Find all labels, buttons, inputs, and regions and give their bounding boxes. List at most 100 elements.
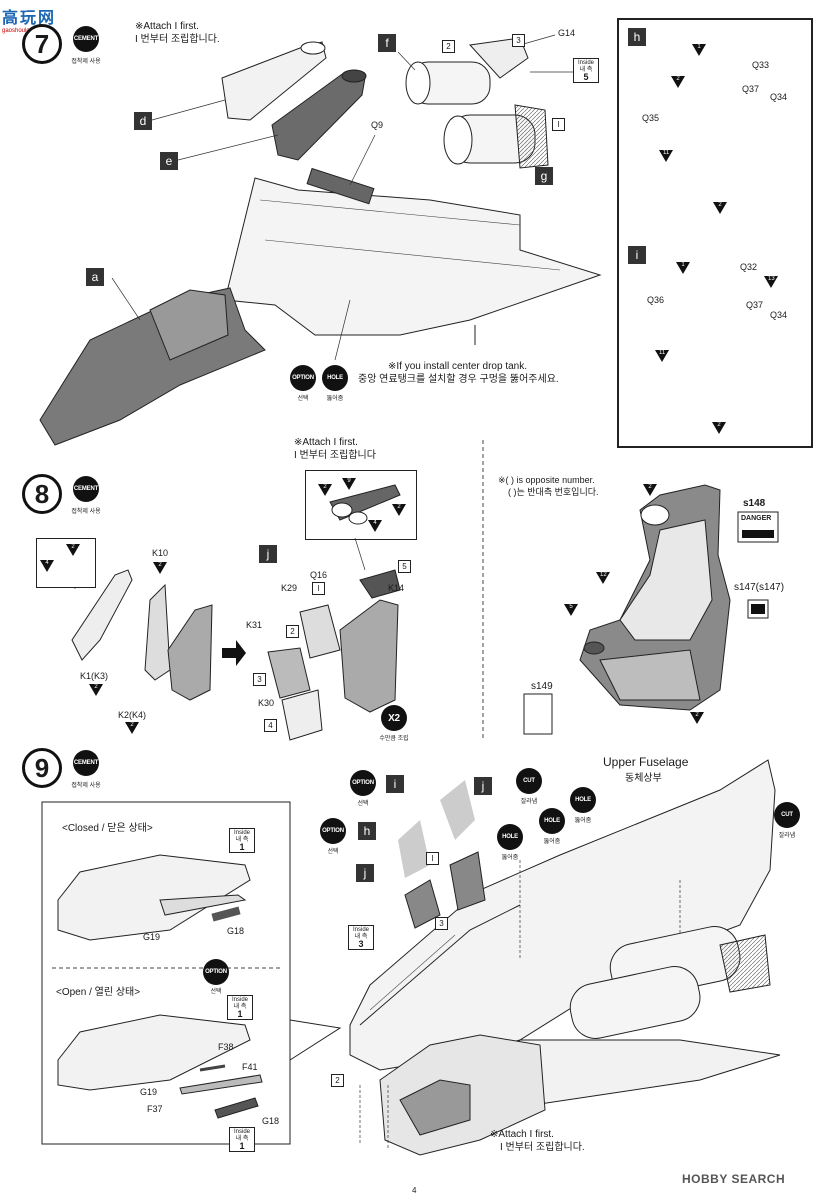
inside-tag-1a-num: 1	[239, 842, 245, 852]
part-q35: Q35	[642, 113, 660, 123]
upper-fuselage-en: Upper Fuselage	[603, 755, 689, 769]
part-s148: s148	[743, 498, 766, 509]
part-f37: F37	[147, 1104, 163, 1114]
part-q34-i: Q34	[770, 310, 788, 320]
paint-marker-num: 2	[397, 504, 401, 510]
paint-marker-num: 11	[659, 350, 666, 356]
inside-tag-1c-num: 1	[239, 1141, 245, 1151]
attach-note-8-en: ※Attach I first.	[294, 437, 358, 448]
seat-frame-left	[71, 569, 213, 701]
paint-marker: 4	[368, 520, 382, 532]
part-q37-h: Q37	[742, 84, 760, 94]
hole-caption-9a: 뚫어줌	[501, 855, 519, 861]
option-caption-9a: 선택	[210, 989, 222, 995]
label-j-step9a: j	[474, 777, 492, 795]
lower-cockpit	[379, 1034, 546, 1156]
box-2-step8: 2	[286, 625, 299, 638]
watermark-sub: gaoshoulou.com	[2, 28, 47, 34]
paint-marker: 2	[643, 484, 657, 496]
option-caption-9b: 선택	[357, 801, 369, 807]
watermark-text: 高玩网	[2, 10, 57, 27]
attach-note-8-ko: I 번부터 조립합니다	[294, 450, 376, 461]
attach-note-7-en: ※Attach I first.	[135, 21, 199, 32]
paint-marker-num: 2	[676, 76, 680, 82]
inside-tag-1a-en: Inside	[233, 830, 250, 836]
attach-note-7: ※Attach I first. I 번부터 조립합니다.	[135, 20, 220, 46]
paint-marker: 2	[690, 712, 704, 724]
paint-marker-num: 4	[45, 560, 49, 566]
inside-tag-1a-ko: 내 측	[235, 837, 249, 843]
drop-tank-note: ※If you install center drop tank. 중앙 연료탱…	[358, 360, 559, 386]
part-k14: K14	[388, 583, 405, 593]
drop-tank-note-ko: 중앙 연료탱크를 설치할 경우 구멍을 뚫어주세요.	[358, 374, 559, 385]
paint-marker: 5	[564, 604, 578, 616]
box-4-step8: 4	[264, 719, 277, 732]
label-i: i	[628, 246, 646, 264]
paint-marker: 13	[764, 276, 778, 288]
paint-marker-num: 4	[373, 520, 377, 526]
paint-marker-num: 2	[695, 712, 699, 718]
paint-marker: 2	[713, 202, 727, 214]
inside-tag-5-num: 5	[583, 72, 589, 82]
attach-note-8: ※Attach I first. I 번부터 조립합니다	[294, 436, 376, 462]
inside-tag-1c-ko: 내 측	[235, 1136, 249, 1142]
label-h: h	[628, 28, 646, 46]
cut-badge-a: CUT	[516, 768, 542, 794]
label-h-step9: h	[358, 822, 376, 840]
inside-tag-5: Inside 내 측 5	[573, 58, 599, 83]
box-i-step8: I	[312, 582, 325, 595]
step-number-8: 8	[22, 474, 62, 514]
pilot-figures-frame	[617, 18, 813, 448]
paint-marker-num: 2	[718, 202, 722, 208]
attach-note-7-ko: I 번부터 조립합니다.	[135, 34, 220, 45]
part-q33: Q33	[752, 60, 770, 70]
exhaust-nozzle-g	[443, 104, 549, 169]
paint-marker-num: 9	[347, 478, 351, 484]
cement-badge-9: CEMENT	[73, 750, 99, 776]
hole-badge-7: HOLE	[322, 365, 348, 391]
cement-caption-8: 접착제 사용	[71, 509, 101, 515]
paint-marker: 2	[66, 544, 80, 556]
option-badge-9b: OPTION	[350, 770, 376, 796]
attach-note-9-en: ※Attach I first.	[490, 1129, 554, 1140]
box-2-step7: 2	[442, 40, 455, 53]
paint-marker: 12	[596, 572, 610, 584]
exhaust-nozzles-lower	[569, 926, 771, 1039]
arrow-right	[222, 640, 246, 666]
inside-tag-3: Inside 내 측 3	[348, 925, 374, 950]
paint-marker: 2	[153, 562, 167, 574]
option-badge-9a: OPTION	[203, 959, 229, 985]
paint-marker-num: 2	[71, 544, 75, 550]
box-2-step9: 2	[331, 1074, 344, 1087]
assembly-guides	[359, 860, 681, 1150]
cut-caption-a: 잘라냄	[520, 799, 538, 805]
paint-marker-num: 12	[600, 572, 607, 578]
part-s149: s149	[531, 681, 553, 692]
inside-tag-5-en: Inside	[577, 60, 594, 66]
label-a: a	[86, 268, 104, 286]
inside-tag-3-en: Inside	[352, 927, 369, 933]
drop-tank-note-en: ※If you install center drop tank.	[388, 361, 528, 372]
inside-tag-5-ko: 내 측	[579, 67, 593, 73]
paint-marker: 1	[676, 262, 690, 274]
hole-caption-7: 뚫어줌	[326, 396, 344, 402]
paint-marker: 1	[692, 44, 706, 56]
step-number-9: 9	[22, 748, 62, 788]
panel-pointer	[289, 1019, 342, 1061]
part-q16: Q16	[310, 570, 328, 580]
hole-badge-9a: HOLE	[497, 824, 523, 850]
part-g18-closed: G18	[227, 926, 245, 936]
part-g19-closed: G19	[143, 932, 161, 942]
part-q9: Q9	[371, 120, 384, 130]
hole-badge-9c: HOLE	[570, 787, 596, 813]
box-3-step8: 3	[253, 673, 266, 686]
inside-tag-3-num: 3	[358, 939, 364, 949]
seats-step9	[404, 851, 486, 929]
inside-tag-1c-en: Inside	[233, 1129, 250, 1135]
cockpit-tub-a	[39, 287, 266, 446]
box-3-step9: 3	[435, 917, 448, 930]
paint-marker-num: 5	[569, 604, 573, 610]
part-s147: s147(s147)	[734, 582, 785, 593]
paint-marker: 4	[40, 560, 54, 572]
seat-assembly-center	[267, 569, 401, 741]
